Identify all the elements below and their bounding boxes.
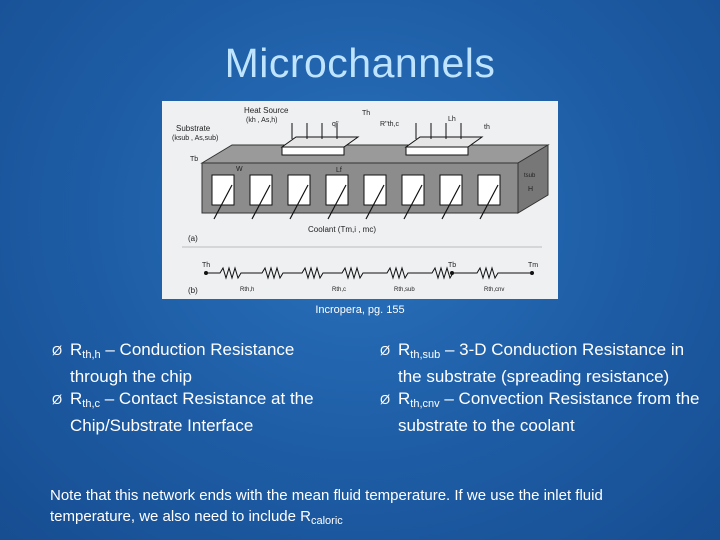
net-label-tm: Tm [528, 262, 538, 269]
label-rthc-top: R''th,c [380, 121, 400, 128]
label-tsub: tsub [524, 173, 536, 179]
channel [477, 174, 501, 206]
bullet-rthh: Ø Rth,h – Conduction Resistance through … [52, 339, 352, 388]
bullet-text: – Convection Resistance from the substra… [398, 389, 700, 435]
bullet-symbol: R [398, 340, 411, 359]
label-h: H [528, 186, 533, 193]
net-label-tb: Tb [448, 262, 456, 269]
bullet-subscript: th,sub [410, 349, 441, 361]
bullet-symbol: R [398, 389, 411, 408]
bullet-subscript: th,c [82, 398, 101, 410]
label-heat-source-props: (kh , As,h) [246, 117, 278, 124]
channel [363, 174, 387, 206]
node-tb [450, 271, 454, 275]
net-label-rthcnv: Rth,cnv [484, 287, 504, 293]
bullet-text: – Contact Resistance at the Chip/Substra… [70, 389, 314, 435]
bullet-symbol: R [70, 389, 83, 408]
microchannel-diagram: Heat Source (kh , As,h) Substrate (ksub … [172, 106, 550, 295]
bullet-arrow-icon: Ø [52, 392, 63, 407]
label-th-top: Th [362, 110, 370, 117]
bullet-subscript: th,h [82, 349, 101, 361]
label-substrate: Substrate [176, 124, 211, 133]
figure-caption: Incropera, pg. 155 [315, 304, 405, 316]
net-label-rthh: Rth,h [240, 287, 254, 293]
note-paragraph: Note that this network ends with the mea… [50, 485, 690, 532]
label-th-right: th [484, 124, 490, 131]
channel [325, 174, 349, 206]
microchannel-figure: Heat Source (kh , As,h) Substrate (ksub … [162, 101, 558, 299]
net-label-rthsub: Rth,sub [394, 287, 415, 293]
label-substrate-props: (ksub , As,sub) [172, 135, 218, 142]
bullet-arrow-icon: Ø [52, 343, 63, 358]
bullet-arrow-icon: Ø [380, 343, 391, 358]
heat-source-left [280, 123, 360, 156]
note-text: Note that this network ends with the mea… [50, 487, 603, 525]
channel [439, 174, 463, 206]
label-b: (b) [188, 286, 198, 295]
coolant-arrows [213, 184, 499, 220]
bullet-rthcnv: Ø Rth,cnv – Convection Resistance from t… [380, 388, 700, 437]
channels [211, 174, 501, 206]
bullet-rthsub: Ø Rth,sub – 3-D Conduction Resistance in… [380, 339, 700, 388]
right-bullet-list: Ø Rth,sub – 3-D Conduction Resistance in… [380, 339, 700, 437]
label-lh: Lh [448, 116, 456, 123]
substrate-front-face [201, 162, 519, 214]
bullet-rthc: Ø Rth,c – Contact Resistance at the Chip… [52, 388, 352, 437]
left-bullet-list: Ø Rth,h – Conduction Resistance through … [52, 339, 352, 437]
substrate-side-face [517, 144, 549, 214]
channel [401, 174, 425, 206]
resistor-network [206, 266, 532, 280]
label-a: (a) [188, 234, 198, 243]
channel [211, 174, 235, 206]
bullet-text: – 3-D Conduction Resistance in the subst… [398, 340, 685, 386]
substrate-top-face [200, 144, 550, 164]
channel [249, 174, 273, 206]
net-label-rthc: Rth,c [332, 287, 346, 293]
node-tm [530, 271, 534, 275]
note-subscript: caloric [310, 515, 343, 527]
bullet-arrow-icon: Ø [380, 392, 391, 407]
label-heat-source: Heat Source [244, 106, 289, 115]
label-q: q'' [332, 121, 339, 128]
channel [287, 174, 311, 206]
node-th [204, 271, 208, 275]
label-w: W [236, 166, 243, 173]
bullet-symbol: R [70, 340, 83, 359]
heat-source-right [404, 123, 484, 156]
bullet-text: – Conduction Resistance through the chip [70, 340, 295, 386]
bullet-subscript: th,cnv [410, 398, 440, 410]
label-coolant: Coolant (Tm,i , mc) [308, 225, 376, 234]
label-lf: Lf [336, 167, 342, 174]
slide-title: Microchannels [224, 40, 496, 86]
net-label-th: Th [202, 262, 210, 269]
label-tb: Tb [190, 156, 198, 163]
